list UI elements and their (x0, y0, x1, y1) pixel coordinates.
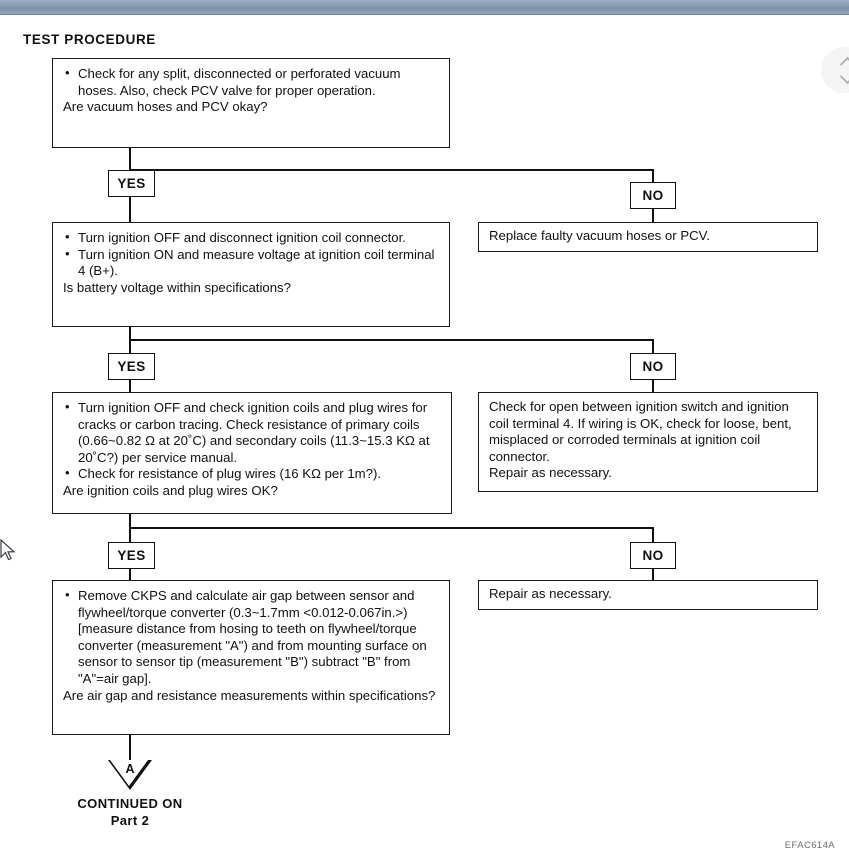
step1-box: Check for any split, disconnected or per… (52, 58, 450, 148)
connector-step2-down (129, 327, 131, 340)
document-page: TEST PROCEDURE Check for any split, disc… (0, 15, 849, 867)
step3-no-result-text: Repair as necessary. (489, 586, 612, 601)
step3-bullet-1: Turn ignition OFF and check ignition coi… (63, 399, 442, 466)
step1-yes-decision[interactable]: YES (108, 170, 155, 197)
connector-step2-yes-to-step3 (129, 380, 131, 392)
figure-code-label: EFAC614A (784, 840, 835, 851)
step4-bullet-1: Remove CKPS and calculate air gap betwee… (63, 587, 440, 688)
step2-question: Is battery voltage within specifications… (63, 279, 291, 295)
step2-no-result-text: Check for open between ignition switch a… (489, 399, 792, 481)
triangle-inner-fill (110, 760, 149, 786)
continuation-marker-letter: A (125, 762, 135, 776)
connector-step3-yes-down (129, 527, 131, 542)
connector-step2-branch (129, 339, 653, 341)
chevron-down-icon (839, 68, 849, 85)
step2-no-decision[interactable]: NO (630, 353, 676, 380)
step2-no-result-box: Check for open between ignition switch a… (478, 392, 818, 492)
connector-step2-yes-down (129, 339, 131, 353)
step1-question: Are vacuum hoses and PCV okay? (63, 99, 268, 115)
step2-box: Turn ignition OFF and disconnect ignitio… (52, 222, 450, 327)
step4-question: Are air gap and resistance measurements … (63, 687, 436, 703)
step4-box: Remove CKPS and calculate air gap betwee… (52, 580, 450, 735)
continuation-marker: A (108, 760, 152, 790)
step2-bullet-1: Turn ignition OFF and disconnect ignitio… (63, 229, 440, 247)
connector-step2-no-to-result (652, 380, 654, 392)
connector-step3-no-to-result (652, 569, 654, 580)
step1-no-result-text: Replace faulty vacuum hoses or PCV. (489, 228, 710, 243)
connector-step1-down (129, 148, 131, 170)
page-title: TEST PROCEDURE (23, 32, 156, 47)
continuation-caption: CONTINUED ON Part 2 (50, 795, 210, 829)
step2-yes-decision[interactable]: YES (108, 353, 155, 380)
step3-no-decision[interactable]: NO (630, 542, 676, 569)
connector-step3-branch (129, 527, 653, 529)
connector-step1-no-to-result (652, 209, 654, 222)
step3-bullet-2: Check for resistance of plug wires (16 K… (63, 465, 442, 483)
continuation-caption-line1: CONTINUED ON (77, 796, 183, 811)
continuation-caption-line2: Part 2 (110, 813, 150, 828)
step1-no-result-box: Replace faulty vacuum hoses or PCV. (478, 222, 818, 252)
step1-bullet-1: Check for any split, disconnected or per… (63, 65, 440, 99)
step3-no-result-box: Repair as necessary. (478, 580, 818, 610)
connector-step1-no-down (652, 169, 654, 182)
step1-no-decision[interactable]: NO (630, 182, 676, 209)
page-nav-button[interactable] (821, 47, 849, 93)
step2-bullet-2: Turn ignition ON and measure voltage at … (63, 246, 440, 280)
step3-yes-decision[interactable]: YES (108, 542, 155, 569)
step3-box: Turn ignition OFF and check ignition coi… (52, 392, 452, 514)
connector-step2-no-down (652, 339, 654, 353)
connector-step1-branch (129, 169, 653, 171)
mouse-cursor-icon (0, 539, 16, 561)
connector-step3-no-down (652, 527, 654, 542)
connector-step3-yes-to-step4 (129, 569, 131, 580)
connector-step1-yes-to-step2 (129, 197, 131, 222)
connector-step3-down (129, 514, 131, 528)
viewer-top-bar (0, 0, 849, 15)
step3-question: Are ignition coils and plug wires OK? (63, 482, 278, 498)
connector-step4-to-continuation (129, 735, 131, 761)
